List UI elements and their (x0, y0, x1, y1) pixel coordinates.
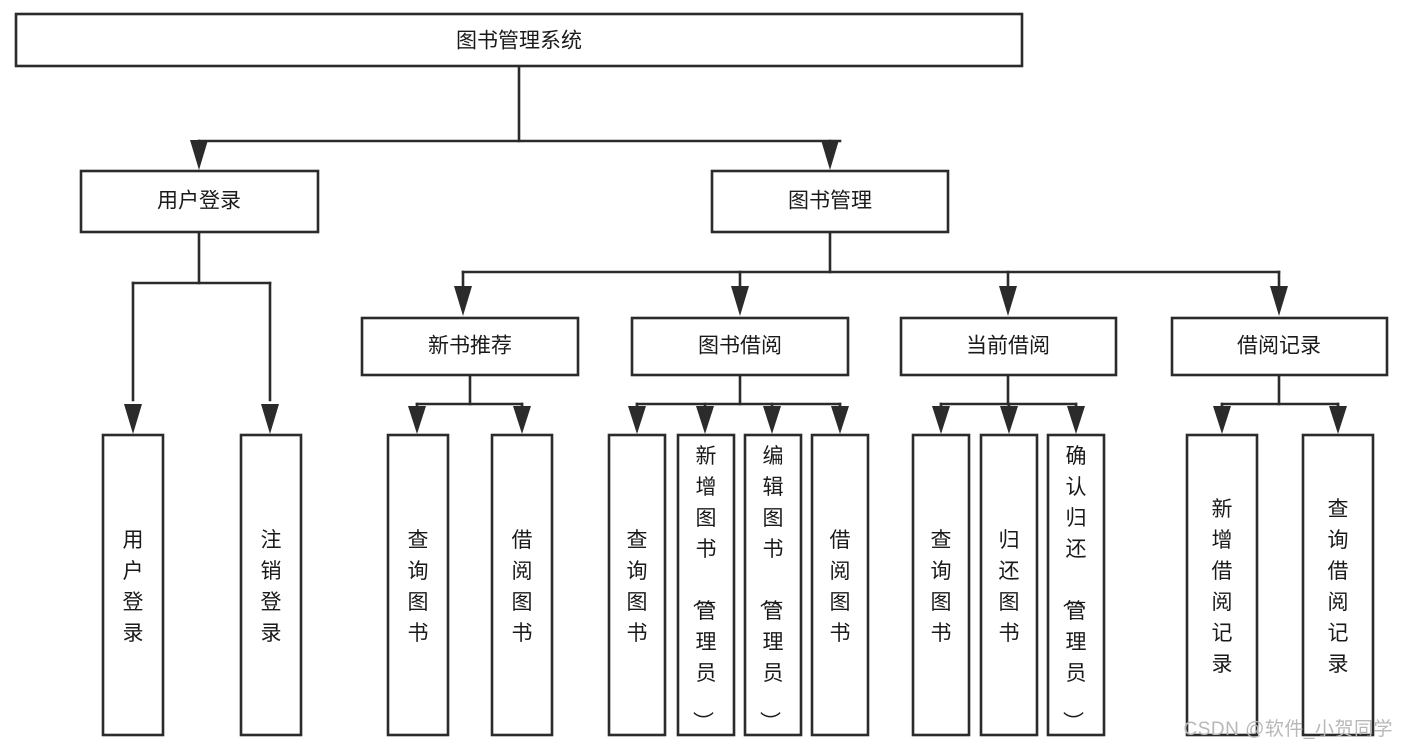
node-leaf-box[interactable] (386, 433, 450, 737)
arrow-head-icon (696, 406, 714, 434)
node-leaf-borrow-book-2[interactable]: 借阅图书 (810, 433, 870, 737)
node-leaf-query-book-1[interactable]: 查询图书 (386, 433, 450, 737)
arrow-head-icon (1067, 406, 1085, 434)
node-leaf-box[interactable] (810, 433, 870, 737)
arrow-head-icon (831, 406, 849, 434)
arrow-head-icon (731, 286, 749, 316)
node-leaf-label: 查询图书 (931, 529, 952, 645)
arrow-head-icon (999, 286, 1017, 316)
connector-group-bookmgr (454, 230, 1288, 316)
node-leaf-box[interactable] (101, 433, 165, 737)
arrow-head-icon (628, 406, 646, 434)
node-record-label: 借阅记录 (1237, 335, 1321, 358)
node-leaf-user-login[interactable]: 用户登录 (101, 433, 165, 737)
arrow-head-icon (1000, 406, 1018, 434)
arrow-head-icon (124, 404, 142, 434)
node-leaf-query-book-2[interactable]: 查询图书 (607, 433, 667, 737)
connector-group-root (190, 64, 842, 170)
node-leaf-label: 查询图书 (408, 529, 429, 645)
node-leaf-label: 编辑图书（管理员） (758, 445, 784, 732)
node-leaf-box[interactable] (743, 433, 803, 737)
arrow-head-icon (190, 140, 208, 170)
node-current-label: 当前借阅 (966, 335, 1050, 358)
node-leaf-box[interactable] (239, 433, 303, 737)
node-leaf-label: 新增借阅记录 (1212, 498, 1233, 676)
node-newbook-label: 新书推荐 (428, 335, 512, 358)
node-leaf-add-book[interactable]: 新增图书（管理员） (676, 433, 736, 737)
node-bookmgr-box[interactable] (710, 169, 950, 234)
arrow-head-icon (1329, 406, 1347, 434)
node-leaf-box[interactable] (1185, 433, 1259, 737)
node-record[interactable]: 借阅记录 (1170, 316, 1389, 377)
node-leaf-return-book[interactable]: 归还图书 (979, 433, 1039, 737)
node-login-label: 用户登录 (157, 190, 241, 213)
node-login-box[interactable] (79, 169, 320, 234)
node-leaf-box[interactable] (607, 433, 667, 737)
connector-group-borrow (628, 373, 849, 434)
node-leaf-box[interactable] (911, 433, 971, 737)
arrow-head-icon (763, 406, 781, 434)
node-leaf-label: 查询图书 (627, 529, 648, 645)
node-newbook[interactable]: 新书推荐 (360, 316, 580, 377)
node-leaf-box[interactable] (979, 433, 1039, 737)
node-leaf-label: 借阅图书 (512, 529, 533, 645)
arrow-head-icon (1213, 406, 1231, 434)
node-bookmgr[interactable]: 图书管理 (710, 169, 950, 234)
node-leaf-box[interactable] (676, 433, 736, 737)
node-leaf-add-record[interactable]: 新增借阅记录 (1185, 433, 1259, 737)
node-leaf-label: 新增图书（管理员） (691, 445, 717, 732)
node-bookmgr-label: 图书管理 (788, 190, 872, 213)
node-borrow-box[interactable] (630, 316, 850, 377)
node-leaf-label: 借阅图书 (830, 529, 851, 645)
node-root-box[interactable] (14, 12, 1024, 68)
node-leaf-label: 确认归还（管理员） (1061, 445, 1087, 732)
connector-group-newbook (408, 373, 531, 434)
node-leaf-label: 注销登录 (261, 529, 282, 645)
arrow-head-icon (1270, 286, 1288, 316)
node-borrow[interactable]: 图书借阅 (630, 316, 850, 377)
node-leaf-borrow-book-1[interactable]: 借阅图书 (490, 433, 554, 737)
node-leaf-logout[interactable]: 注销登录 (239, 433, 303, 737)
arrow-head-icon (454, 286, 472, 316)
node-leaf-label: 用户登录 (123, 529, 144, 645)
node-leaf-query-record[interactable]: 查询借阅记录 (1301, 433, 1375, 737)
arrow-head-icon (821, 140, 839, 170)
connector-group-record (1213, 373, 1347, 434)
node-root[interactable]: 图书管理系统 (14, 12, 1024, 68)
node-login[interactable]: 用户登录 (79, 169, 320, 234)
node-leaf-label: 归还图书 (999, 529, 1020, 645)
node-leaf-confirm-return[interactable]: 确认归还（管理员） (1046, 433, 1106, 737)
node-newbook-box[interactable] (360, 316, 580, 377)
node-leaf-box[interactable] (490, 433, 554, 737)
node-current-box[interactable] (899, 316, 1118, 377)
node-leaf-label: 查询借阅记录 (1328, 498, 1349, 676)
arrow-head-icon (932, 406, 950, 434)
arrow-head-icon (408, 406, 426, 434)
node-borrow-label: 图书借阅 (698, 335, 782, 358)
node-current[interactable]: 当前借阅 (899, 316, 1118, 377)
node-leaf-query-book-3[interactable]: 查询图书 (911, 433, 971, 737)
node-leaf-box[interactable] (1301, 433, 1375, 737)
node-leaf-box[interactable] (1046, 433, 1106, 737)
node-leaf-edit-book[interactable]: 编辑图书（管理员） (743, 433, 803, 737)
arrow-head-icon (513, 406, 531, 434)
connector-group-login (124, 230, 279, 434)
node-record-box[interactable] (1170, 316, 1389, 377)
connector-group-current (932, 373, 1085, 434)
arrow-head-icon (261, 404, 279, 434)
node-root-label: 图书管理系统 (456, 30, 582, 53)
